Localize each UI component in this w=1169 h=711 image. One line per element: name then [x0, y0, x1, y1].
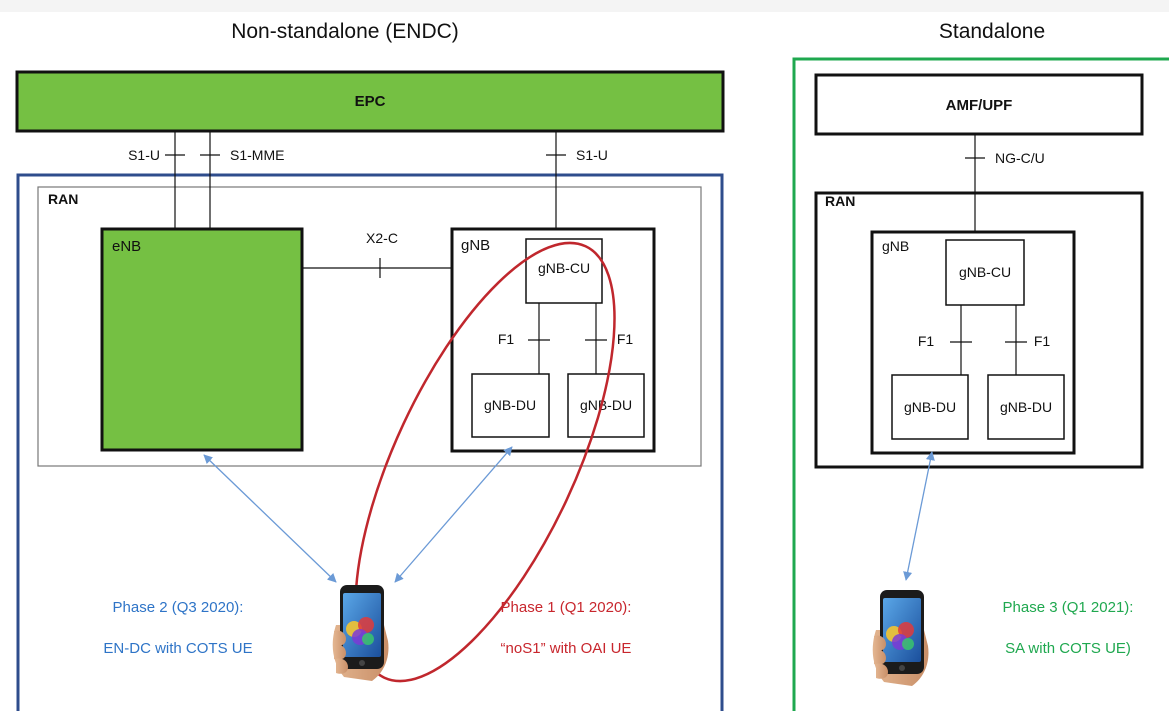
phase2-line2: EN-DC with COTS UE — [103, 640, 252, 657]
sa-f1-left-label: F1 — [918, 333, 935, 349]
nsa-gnb-du-left-label: gNB-DU — [484, 397, 536, 413]
sa-frame — [792, 57, 1169, 711]
phase1-line2: “noS1” with OAI UE — [501, 640, 632, 657]
smartphone-in-hand-icon — [332, 585, 389, 681]
sa-f1-right-label: F1 — [1034, 333, 1051, 349]
nsa-header: Non-standalone (ENDC) — [231, 20, 459, 43]
nsa-gnb-du-right-label: gNB-DU — [580, 397, 632, 413]
phase2-line1: Phase 2 (Q3 2020): — [113, 599, 244, 616]
nsa-f1-right-label: F1 — [617, 331, 634, 347]
phase1-highlight-ellipse — [354, 241, 616, 683]
sa-ran-label: RAN — [825, 193, 855, 209]
enb-box — [100, 227, 304, 452]
nsa-ran-label: RAN — [48, 191, 78, 207]
nsa-gnb-cu-label: gNB-CU — [538, 260, 590, 276]
epc-box — [15, 70, 725, 133]
nsa-gnb-label: gNB — [461, 237, 490, 254]
ngcu-label: NG-C/U — [995, 150, 1045, 166]
sa-gnb-du-left-box — [891, 374, 969, 440]
sa-gnb-label: gNB — [882, 238, 909, 254]
sa-gnb-ue-link — [903, 451, 935, 581]
sa-gnb-cu-label: gNB-CU — [959, 264, 1011, 280]
sa-gnb-du-left-label: gNB-DU — [904, 399, 956, 415]
enb-ue-link — [203, 454, 337, 583]
sa-header: Standalone — [939, 20, 1045, 43]
s1u-right-label: S1-U — [576, 147, 608, 163]
phase3-line2: SA with COTS UE) — [1005, 640, 1131, 657]
sa-ran-box — [814, 191, 1144, 469]
nsa-gnb-du-left-box — [471, 373, 550, 438]
amf-upf-label: AMF/UPF — [946, 97, 1013, 114]
phase3-line1: Phase 3 (Q1 2021): — [1003, 599, 1134, 616]
gnb-ue-link — [394, 446, 513, 583]
sa-gnb-du-right-label: gNB-DU — [1000, 399, 1052, 415]
s1u-left-label: S1-U — [128, 147, 160, 163]
nsa-f1-left-label: F1 — [498, 331, 515, 347]
nsa-ran-box — [37, 186, 702, 467]
x2c-label: X2-C — [366, 230, 398, 246]
sa-gnb-du-right-box — [987, 374, 1065, 440]
nsa-frame — [16, 173, 724, 711]
s1mme-label: S1-MME — [230, 147, 284, 163]
epc-label: EPC — [355, 93, 386, 110]
sa-gnb-cu-box — [945, 239, 1025, 306]
phase1-line1: Phase 1 (Q1 2020): — [501, 599, 632, 616]
smartphone-in-hand-icon — [872, 590, 929, 686]
amf-upf-box — [814, 73, 1144, 136]
enb-label: eNB — [112, 238, 141, 255]
